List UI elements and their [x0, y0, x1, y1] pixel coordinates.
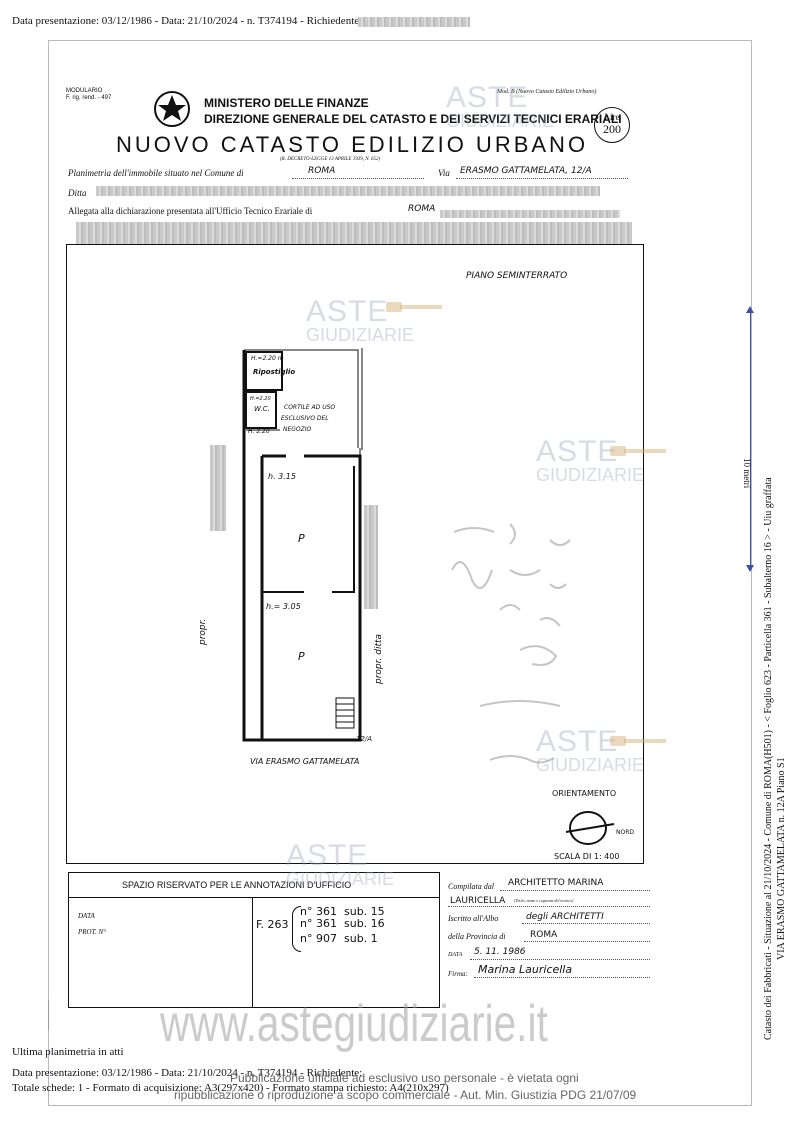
meter-label: 10 metri	[742, 458, 752, 489]
compiler-data-label: DATA	[448, 952, 463, 958]
watermark-logo: ASTE GIUDIZIARIE	[286, 839, 395, 889]
notice-line1: Pubblicazione ufficiale ad esclusivo uso…	[230, 1071, 579, 1085]
cortile-line3: NEGOZIO	[283, 426, 312, 433]
footer-line1: Data presentazione: 03/12/1986 - Data: 2…	[12, 1067, 363, 1079]
h-wc: H.=2.20	[250, 396, 271, 402]
civic-number: 12/A	[356, 735, 373, 743]
lire-stamp: Lire 200	[594, 107, 630, 143]
notice-line2: ripubblicazione o riproduzione a scopo c…	[174, 1088, 637, 1102]
gavel-icon	[386, 302, 442, 312]
meter-arrow-up-icon	[746, 306, 754, 313]
cortile-line2: ESCLUSIVO DEL	[281, 415, 329, 422]
redacted-block	[76, 222, 632, 244]
compiler-date: 5. 11. 1986	[474, 947, 526, 957]
provincia-label: della Provincia di	[448, 932, 506, 941]
redacted-right-neighbor	[364, 505, 378, 609]
office-title: SPAZIO RISERVATO PER LE ANNOTAZIONI D'UF…	[122, 880, 352, 890]
foglio-value: F. 263	[256, 918, 289, 931]
meter-scale-line	[750, 310, 751, 568]
footer-ultima: Ultima planimetria in atti	[12, 1046, 124, 1058]
header-line: Data presentazione: 03/12/1986 - Data: 2…	[12, 15, 363, 27]
north-arrow-icon	[565, 811, 615, 845]
office-data-label: DATA	[78, 912, 95, 920]
meter-arrow-down-icon	[746, 565, 754, 572]
height-room2: h.= 3.05	[266, 602, 301, 611]
allegata-label: Allegata alla dichiarazione presentata a…	[68, 206, 313, 216]
redacted-allegata	[440, 210, 620, 218]
watermark-site: www.astegiudiziarie.it	[160, 995, 548, 1053]
page-frame	[48, 40, 752, 1106]
lire-label: Lire	[604, 112, 620, 122]
redacted-requester	[358, 17, 470, 27]
cortile-line1: CORTILE AD USO	[284, 404, 336, 411]
floor-label: PIANO SEMINTERRATO	[466, 271, 568, 281]
compilata-label: Compilata dal	[448, 882, 495, 891]
frame-tick	[48, 1000, 49, 1030]
gavel-icon	[610, 446, 666, 456]
mod-label: Mod. B (Nuovo Catasto Edilizio Urbano)	[497, 89, 597, 95]
scale-label: SCALA DI 1: 400	[554, 852, 620, 861]
watermark-logo: ASTE GIUDIZIARIE	[306, 295, 415, 345]
ministry: MINISTERO DELLE FINANZE	[204, 96, 369, 110]
office-prot-label: PROT. N°	[78, 928, 106, 936]
model-code: MODULARIO	[66, 88, 103, 94]
compilata-value: ARCHITETTO MARINA	[508, 878, 604, 888]
ripostiglio-label: Ripostiglio	[253, 368, 296, 376]
allegata-value: ROMA	[408, 204, 436, 214]
street-label: VIA ERASMO GATTAMELATA	[250, 757, 360, 766]
orientation-label: ORIENTAMENTO	[552, 789, 617, 798]
north-label: NORD	[616, 829, 634, 836]
particella-1: n° 361	[300, 905, 337, 918]
compiler-name-hint: (Titolo, nome e cognome del tecnico)	[514, 898, 574, 903]
room2-mark: P	[298, 650, 305, 663]
decree: (R. DECRETO-LEGGE 13 APRILE 1939, N. 652…	[280, 157, 381, 162]
planimetria-label: Planimetria dell'immobile situato nel Co…	[68, 168, 244, 178]
ditta-label: Ditta	[68, 188, 87, 198]
side-text-line1: Catasto dei Fabbricati - Situazione al 2…	[763, 477, 774, 1040]
faded-stamp	[451, 523, 571, 764]
prop-right: propr. ditta	[374, 633, 384, 684]
sub-2: sub. 16	[344, 917, 385, 930]
signature: Marina Lauricella	[478, 963, 573, 976]
direction: DIREZIONE GENERALE DEL CATASTO E DEI SER…	[204, 112, 622, 126]
h-cortile: H. 2.20	[248, 428, 270, 435]
h-ripostiglio: H.=2.20 m	[251, 355, 284, 362]
emblem-icon	[154, 91, 190, 127]
comune-value: ROMA	[308, 166, 336, 176]
room1-mark: P	[298, 532, 305, 545]
particella-3: n° 907	[300, 932, 337, 945]
side-text-line2: VIA ERASMO GATTAMELATA n. 12A Piano S1	[776, 757, 787, 960]
lire-value: 200	[603, 122, 621, 136]
via-label: Via	[438, 168, 450, 178]
office-box	[68, 872, 440, 1008]
watermark-logo: ASTE GIUDIZIARIE	[536, 435, 645, 485]
prop-left: propr.	[198, 618, 208, 645]
redacted-left-neighbor	[210, 445, 226, 531]
iscritto-value: degli ARCHITETTI	[526, 912, 604, 922]
watermark-logo: ASTE GIUDIZIARIE	[536, 725, 645, 775]
form-title: NUOVO CATASTO EDILIZIO URBANO	[116, 132, 589, 157]
firma-label: Firma:	[448, 970, 468, 978]
floor-plan	[242, 348, 363, 742]
provincia-value: ROMA	[530, 930, 558, 940]
gavel-icon	[610, 736, 666, 746]
particella-2: n° 361	[300, 917, 337, 930]
model-code-sub: F. rig. rend. - 497	[66, 95, 112, 101]
height-room1: h. 3.15	[268, 472, 296, 481]
iscritto-label: Iscritto all'Albo	[448, 914, 499, 923]
via-value: ERASMO GATTAMELATA, 12/A	[460, 166, 592, 176]
footer-line2: Totale schede: 1 - Formato di acquisizio…	[12, 1082, 449, 1094]
redacted-ditta	[96, 186, 600, 196]
sub-1: sub. 15	[344, 905, 385, 918]
plan-frame	[66, 244, 644, 864]
sub-3: sub. 1	[344, 932, 378, 945]
compiler-name-line2: LAURICELLA	[450, 896, 506, 906]
wc-label: W.C.	[254, 405, 270, 413]
watermark-logo: ASTE GIUDIZIARIE	[446, 81, 555, 131]
